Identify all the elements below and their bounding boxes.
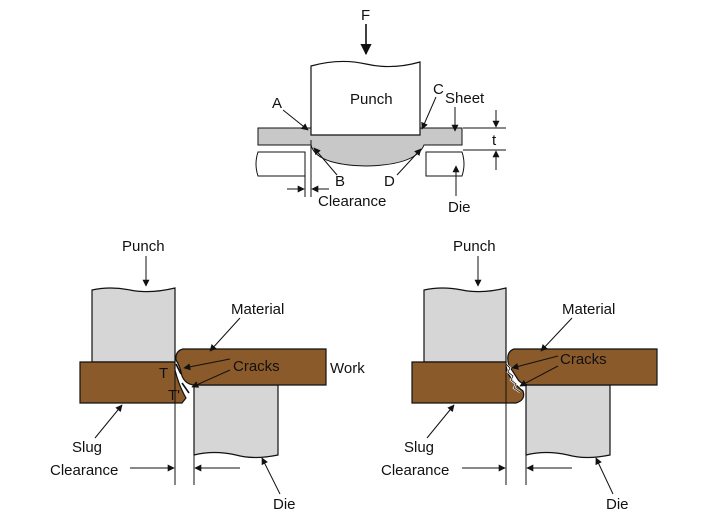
point-a-arrow [282, 109, 309, 131]
right-punch-shape [423, 287, 507, 363]
top-punch-label: Punch [350, 91, 393, 108]
point-b-label: B [335, 173, 345, 190]
left-clearance-label: Clearance [50, 462, 118, 479]
right-die-shape [525, 384, 611, 459]
left-material-arrow [209, 317, 241, 352]
work-label: Work [330, 360, 365, 377]
left-cracks-arrow-2 [191, 369, 231, 388]
right-clearance-label: Clearance [381, 462, 449, 479]
point-a-label: A [272, 95, 282, 112]
t-label: T [159, 365, 168, 382]
t-prime-label: T' [168, 387, 180, 404]
top-clearance-label: Clearance [318, 193, 386, 210]
left-die-shape [193, 384, 279, 459]
right-cracks-arrow-2 [519, 365, 559, 387]
thickness-label: t [492, 132, 497, 149]
point-d-label: D [384, 173, 395, 190]
left-punch-label: Punch [122, 238, 165, 255]
right-slug-arrow [426, 404, 455, 439]
right-material-arrow [540, 317, 573, 352]
right-cracks-label: Cracks [560, 351, 607, 368]
left-crack-upper [175, 363, 182, 375]
right-slug-shape [411, 361, 525, 404]
right-diagram: Punch Material Cracks Slug Clearance Die [381, 238, 658, 513]
left-cracks-label: Cracks [233, 358, 280, 375]
right-crack-outline [505, 363, 521, 393]
right-slug-label: Slug [404, 439, 434, 456]
left-slug-label: Slug [72, 439, 102, 456]
left-crack-lower [181, 382, 190, 394]
top-punch-shape [310, 60, 421, 136]
left-punch-shape [91, 287, 176, 363]
point-b-arrow [313, 147, 338, 176]
left-die-arrow [261, 457, 281, 495]
point-c-arrow [421, 96, 437, 130]
top-diagram: F Punch A C Sheet B D t Clea [255, 7, 506, 216]
right-cracks-arrow-1 [511, 355, 559, 370]
left-diagram: Punch Material Cracks Work T T' Slug Cle… [50, 238, 365, 513]
point-c-label: C [433, 81, 444, 98]
right-die-arrow [595, 457, 614, 495]
right-material-label: Material [562, 301, 615, 318]
point-d-arrow [396, 148, 422, 176]
top-die-label: Die [448, 199, 471, 216]
left-material-label: Material [231, 301, 284, 318]
left-cracks-arrow-1 [183, 358, 231, 371]
sheet-label: Sheet [445, 90, 485, 107]
left-slug-arrow [94, 404, 123, 439]
right-die-label: Die [606, 496, 629, 513]
left-die-label: Die [273, 496, 296, 513]
top-die-left [255, 151, 306, 177]
force-label: F [361, 7, 370, 24]
top-die-right [425, 151, 465, 177]
right-punch-label: Punch [453, 238, 496, 255]
